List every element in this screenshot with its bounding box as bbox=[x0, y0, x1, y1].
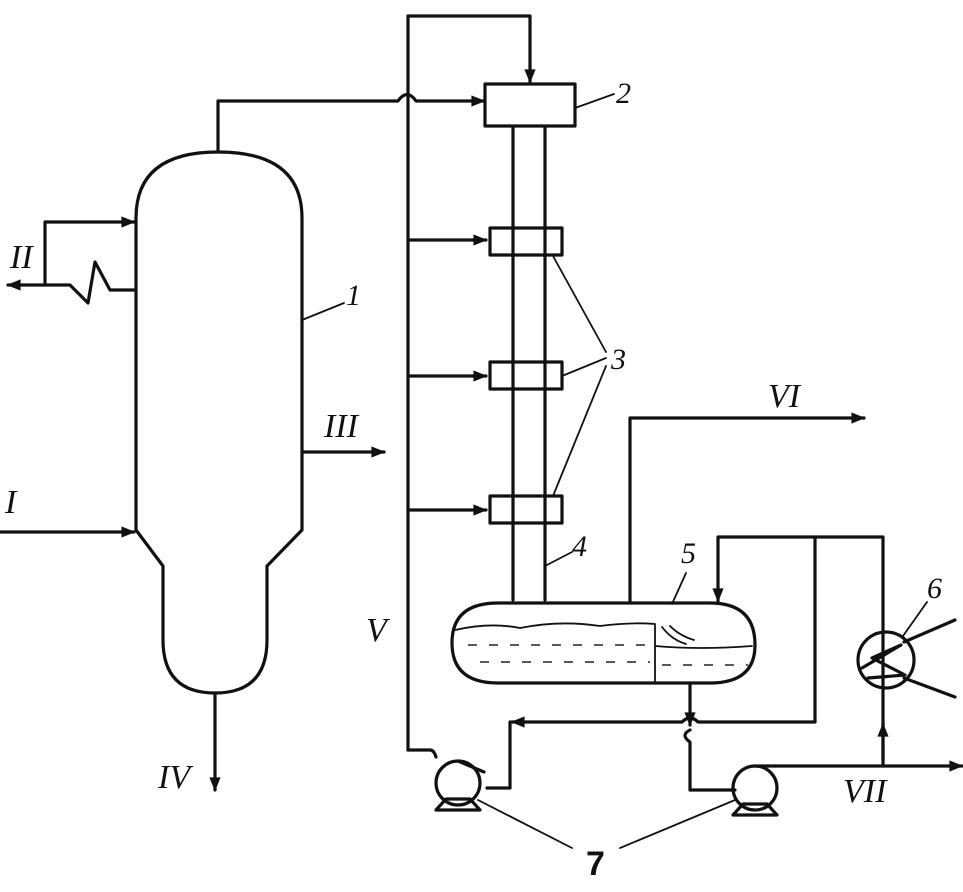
label-stream-i: I bbox=[4, 484, 18, 521]
stream-ii-line bbox=[6, 216, 138, 305]
stream-vi-line bbox=[628, 412, 866, 605]
leader-lines-3 bbox=[552, 255, 607, 497]
label-equipment-3: 3 bbox=[610, 343, 626, 376]
label-equipment-2: 2 bbox=[616, 77, 631, 110]
mixer-2 bbox=[483, 82, 577, 128]
leader-line-1 bbox=[301, 302, 345, 321]
label-stream-ii: II bbox=[9, 239, 34, 276]
injection-block-bottom bbox=[488, 494, 564, 525]
overhead-line bbox=[216, 92, 486, 154]
recycle-line bbox=[485, 535, 885, 792]
leader-line-6 bbox=[902, 601, 928, 637]
label-equipment-1: 1 bbox=[346, 279, 361, 312]
label-equipment-7: 7 bbox=[586, 845, 605, 883]
leader-line-4 bbox=[544, 551, 573, 567]
label-stream-vi: VI bbox=[768, 378, 802, 415]
pump-left bbox=[434, 759, 486, 812]
label-stream-vii: VII bbox=[843, 773, 888, 810]
stream-vii-line bbox=[773, 722, 963, 772]
label-equipment-5: 5 bbox=[681, 537, 696, 570]
label-stream-v: V bbox=[366, 612, 391, 649]
pump-right bbox=[731, 764, 779, 817]
leader-lines-7 bbox=[477, 799, 736, 849]
injection-block-middle bbox=[488, 360, 564, 391]
separator-vessel-5 bbox=[450, 601, 757, 685]
label-equipment-6: 6 bbox=[927, 572, 942, 605]
injection-block-top bbox=[488, 226, 564, 257]
label-equipment-4: 4 bbox=[572, 530, 587, 563]
stream-v-line bbox=[406, 14, 536, 759]
leader-line-5 bbox=[671, 572, 687, 605]
column-1 bbox=[134, 150, 304, 695]
label-stream-iv: IV bbox=[157, 759, 194, 796]
heat-exchanger-6 bbox=[856, 618, 957, 699]
leader-line-2 bbox=[574, 93, 615, 109]
label-stream-iii: III bbox=[323, 408, 360, 445]
